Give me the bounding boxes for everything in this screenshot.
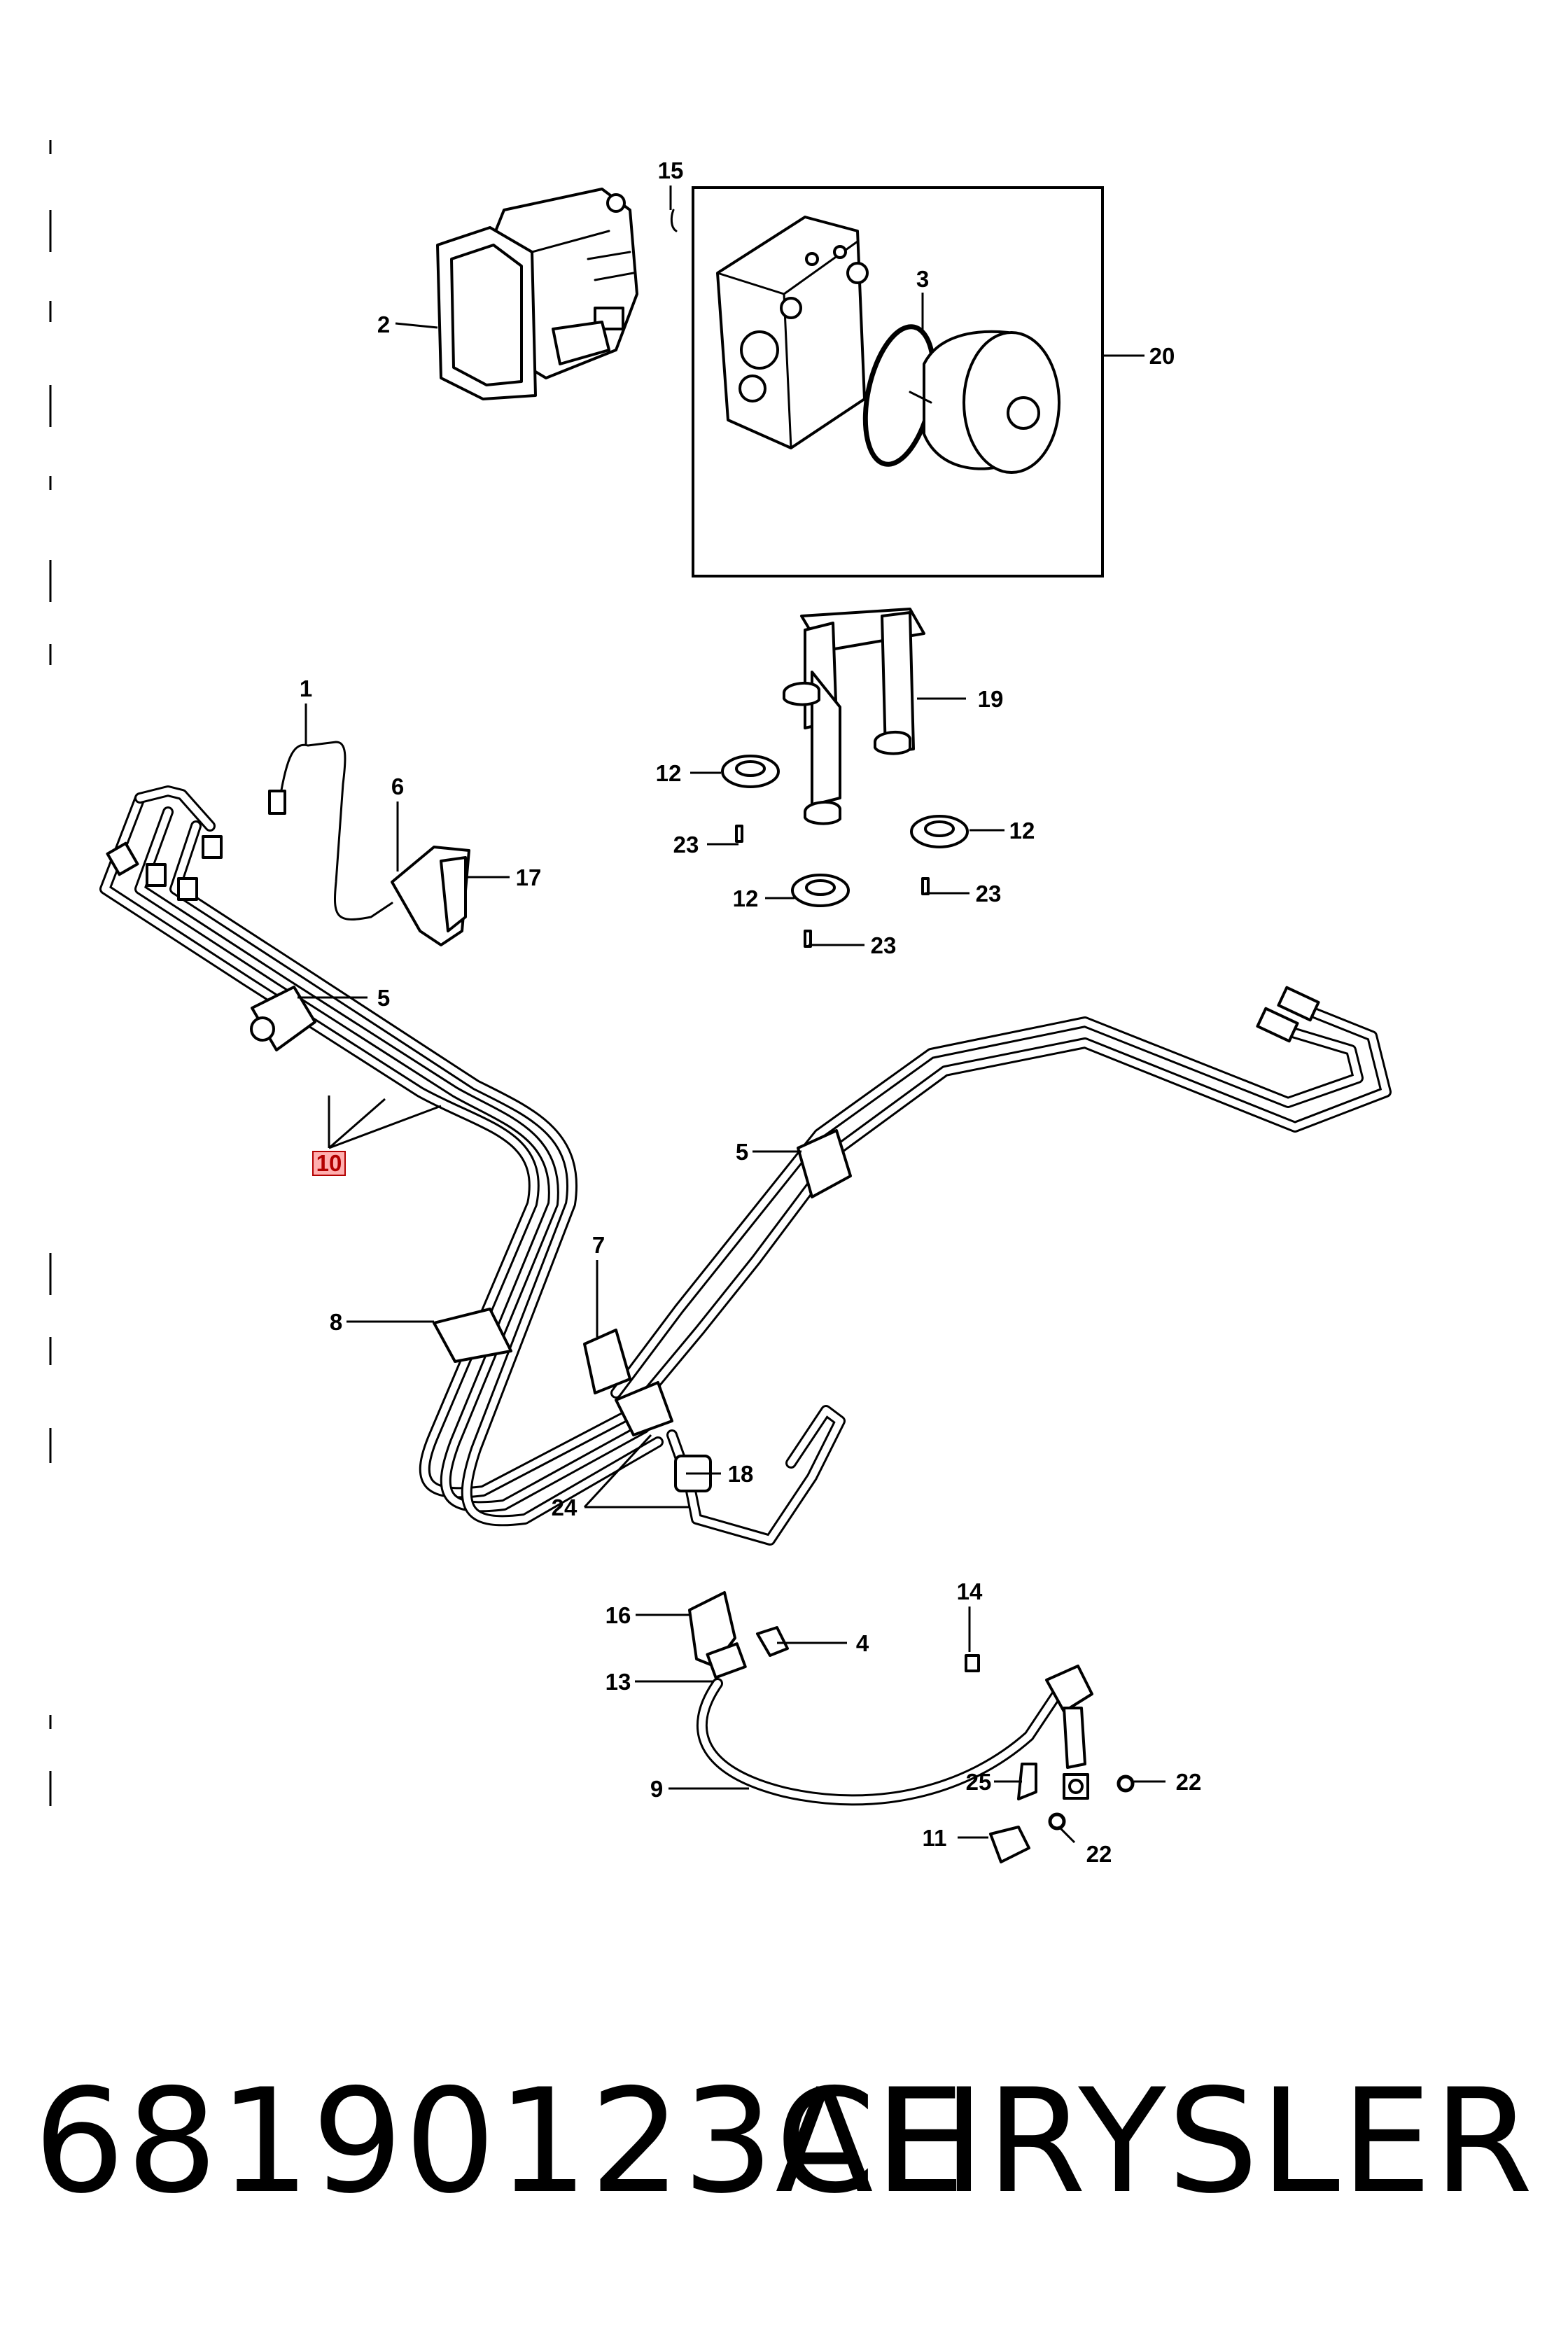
callout-22-a: 22 <box>1176 1769 1202 1795</box>
callout-12-b: 12 <box>1009 818 1035 844</box>
callout-2: 2 <box>377 312 390 337</box>
callout-19: 19 <box>978 686 1004 712</box>
callout-labels: 15 2 3 20 1 6 17 19 12 23 12 12 23 23 5 … <box>300 158 1202 1867</box>
callout-18: 18 <box>728 1461 754 1487</box>
callout-14: 14 <box>957 1578 983 1604</box>
callout-10: 10 <box>316 1150 342 1176</box>
sensor-line-1 <box>268 741 470 946</box>
footer: 68190123AE CHRYSLER <box>0 2051 1568 2233</box>
callout-12-c: 12 <box>733 886 759 911</box>
callout-22-b: 22 <box>1086 1841 1112 1867</box>
callout-3: 3 <box>916 266 929 292</box>
callout-7: 7 <box>592 1232 605 1258</box>
callout-1: 1 <box>300 676 312 701</box>
callout-17: 17 <box>516 864 542 890</box>
callout-25: 25 <box>966 1769 992 1795</box>
callout-15: 15 <box>658 158 684 183</box>
callout-23-a: 23 <box>673 832 699 858</box>
callout-5-b: 5 <box>736 1139 748 1165</box>
callout-23-b: 23 <box>976 881 1002 906</box>
brake-tube-bundle <box>99 785 1392 1546</box>
mounting-bracket-19 <box>783 608 925 825</box>
callout-5-a: 5 <box>377 985 390 1011</box>
callout-4: 4 <box>856 1630 869 1656</box>
callout-6: 6 <box>391 774 404 799</box>
callout-13: 13 <box>606 1669 631 1695</box>
callout-23-c: 23 <box>871 932 897 958</box>
callout-16: 16 <box>606 1602 631 1628</box>
callout-24: 24 <box>552 1494 578 1520</box>
callout-9: 9 <box>650 1776 663 1802</box>
leader-lines <box>298 186 1166 1844</box>
clip-15 <box>670 209 678 232</box>
abs-control-module <box>436 188 638 400</box>
callout-11: 11 <box>923 1825 947 1851</box>
callout-highlight <box>312 1151 346 1176</box>
part-number: 68190123AE <box>34 2059 967 2225</box>
callout-8: 8 <box>330 1309 342 1335</box>
brand-name: CHRYSLER <box>775 2059 1534 2225</box>
callout-20: 20 <box>1149 343 1175 369</box>
grommets-and-screws <box>721 755 969 948</box>
hcu-assembly <box>692 186 1104 578</box>
brake-hose-9 <box>688 1591 1135 1863</box>
callout-12-a: 12 <box>656 760 682 786</box>
